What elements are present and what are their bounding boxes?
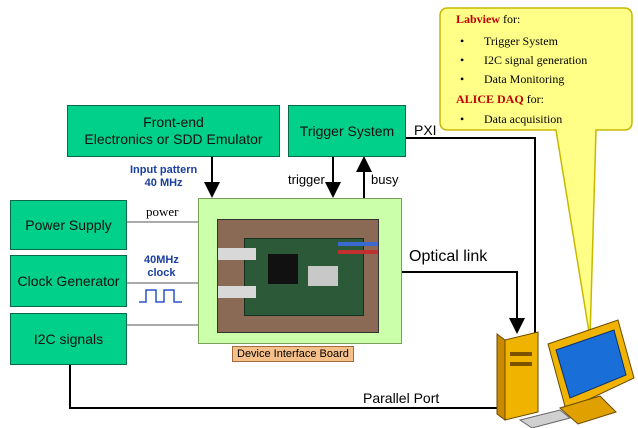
i2c-signals-box: I2C signals [10,313,127,365]
busy-label: busy [371,172,399,187]
input-pattern-label: Input pattern 40 MHz [130,164,198,189]
power-label: power [146,204,179,219]
computer-icon [496,319,635,428]
trigger-label: trigger [288,172,325,187]
labview-heading: Labview for: [456,12,520,27]
callout-item-monitoring: Data Monitoring [484,72,565,86]
callout-item-i2c: I2C signal generation [484,53,588,67]
trigger-system-box: Trigger System [288,105,406,157]
callout-balloon [439,7,633,339]
clock-label: 40MHz clock [144,254,179,279]
device-interface-board-label: Device Interface Board [232,346,354,362]
power-supply-box: Power Supply [10,200,127,250]
pxi-line [404,137,536,360]
callout-item-trigger: Trigger System [484,34,558,48]
optical-link-label: Optical link [409,248,488,265]
callout-bullet-4: • [460,112,465,126]
pxi-label: PXI [414,122,437,138]
callout-bullet-3: • [460,72,465,86]
frontend-electronics-box: Front-end Electronics or SDD Emulator [67,105,280,157]
callout-item-acquisition: Data acquisition [484,112,563,126]
parallel-port-line [69,365,505,409]
device-interface-board-frame [198,198,402,344]
clock-generator-box: Clock Generator [10,255,127,307]
alice-heading: ALICE DAQ for: [456,92,544,107]
clock-waveform-icon [139,289,182,303]
alice-title: ALICE DAQ [456,92,524,106]
board-photo [217,219,379,333]
labview-suffix: for: [500,12,521,26]
callout-bullet-1: • [460,34,465,48]
labview-title: Labview [456,12,501,26]
parallel-port-label: Parallel Port [363,390,440,406]
optical-link-arrow [400,271,525,334]
callout-bullet-2: • [460,53,465,67]
alice-suffix: for: [523,92,545,106]
